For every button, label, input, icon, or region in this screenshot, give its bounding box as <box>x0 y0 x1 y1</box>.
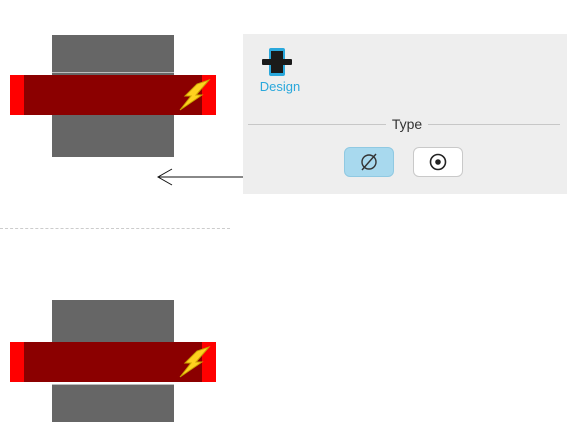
type-option-no-core-button[interactable] <box>344 147 394 177</box>
design-tab-label[interactable]: Design <box>259 79 301 94</box>
top-heater-left-end <box>10 75 24 115</box>
circled-dot-icon <box>429 153 447 171</box>
empty-set-icon <box>361 153 377 171</box>
top-insulation-lower <box>52 115 174 157</box>
section-divider <box>0 228 230 229</box>
top-lightning-icon <box>179 78 211 111</box>
top-insulation-upper <box>52 35 174 75</box>
top-insulation-line <box>52 72 174 73</box>
bottom-heater-left-end <box>10 342 24 382</box>
type-section-header: Type <box>248 116 560 134</box>
bottom-lightning-icon <box>179 345 211 378</box>
cable-design-icon[interactable] <box>260 46 294 78</box>
type-divider-right <box>428 124 560 125</box>
type-divider-left <box>248 124 386 125</box>
bottom-insulation-upper <box>52 300 174 342</box>
bottom-cable-illustration <box>0 290 230 440</box>
top-cable-illustration <box>0 0 230 200</box>
top-heater-right-end <box>202 75 216 115</box>
design-panel: Design Type <box>243 34 567 194</box>
type-label: Type <box>391 116 423 132</box>
bottom-insulation-line <box>52 384 174 385</box>
bottom-insulation-lower <box>52 385 174 422</box>
bottom-heater-right-end <box>202 342 216 382</box>
type-option-with-core-button[interactable] <box>413 147 463 177</box>
